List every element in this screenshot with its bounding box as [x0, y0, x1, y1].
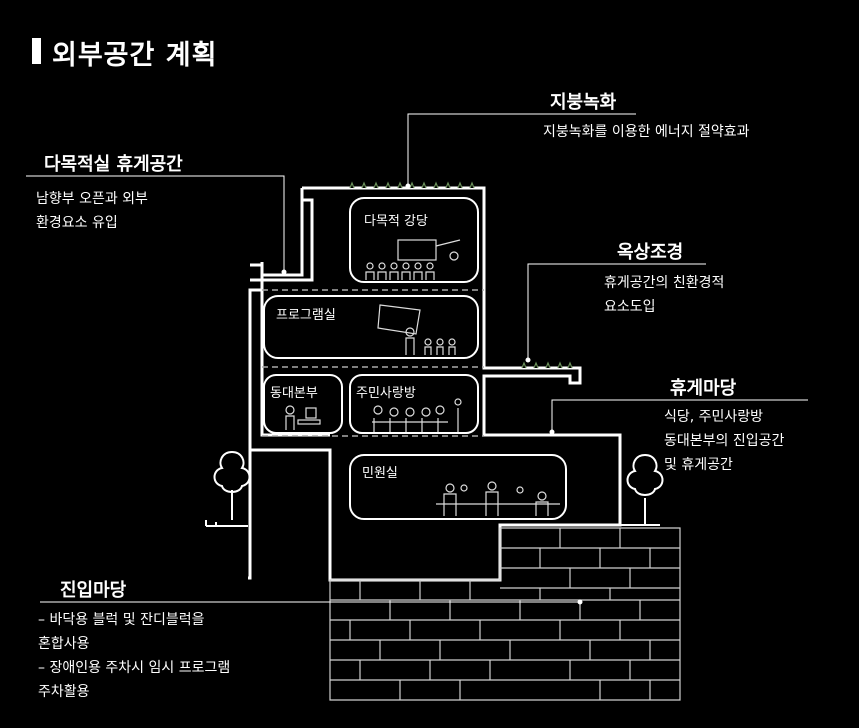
room-box-hall	[349, 197, 479, 283]
leader-multipurpose	[26, 175, 285, 272]
annotation-entry-line-4: 주차활용	[38, 684, 90, 700]
building-left-wall	[248, 262, 264, 450]
civil-people	[436, 481, 560, 516]
annotation-rooftop-heading: 옥상조경	[617, 242, 684, 263]
leader-lines	[26, 113, 808, 605]
room-label-hall: 다목적 강당	[364, 214, 428, 229]
annotation-entry-line-2: 혼합사용	[38, 636, 90, 652]
ground-left	[205, 520, 248, 527]
room-box-program	[263, 295, 479, 359]
annotation-entry-line-1: – 바닥용 블럭 및 잔디블럭을	[38, 612, 205, 628]
annotation-rest-line-2: 동대본부의 진입공간	[664, 433, 785, 449]
grass-rooftop	[521, 361, 573, 369]
room-box-civil	[349, 454, 567, 520]
leader-roof	[407, 113, 636, 186]
hall-speaker	[449, 251, 459, 261]
annotation-rest-heading: 휴게마당	[670, 378, 737, 399]
leader-rooftop	[527, 263, 706, 360]
terrace-left	[250, 263, 264, 290]
room-label-program: 프로그램실	[276, 308, 336, 323]
page-title: 외부공간 계획	[52, 40, 218, 71]
annotation-multipurpose-line-1: 남향부 오픈과 외부	[36, 191, 148, 207]
room-label-community: 주민사랑방	[356, 386, 416, 401]
annotation-multipurpose-heading: 다목적실 휴게공간	[44, 154, 183, 175]
annotation-entry-line-3: – 장애인용 주차시 임시 프로그램	[38, 660, 231, 676]
program-board	[377, 304, 421, 335]
roof-slab	[250, 188, 314, 282]
annotation-rest-line-1: 식당, 주민사랑방	[664, 409, 764, 425]
title-marker	[32, 38, 41, 64]
room-box-community	[349, 374, 479, 434]
annotation-entry-heading: 진입마당	[60, 580, 127, 601]
tree-right-icon	[626, 453, 664, 525]
tree-left-icon	[213, 450, 251, 520]
stone-wall	[329, 527, 681, 701]
annotation-rooftop-line-2: 요소도입	[604, 299, 656, 315]
annotation-rest-line-3: 및 휴게공간	[664, 457, 733, 473]
grass-roof	[349, 181, 475, 189]
defense-desk	[285, 405, 321, 430]
room-label-defense: 동대본부	[270, 386, 318, 401]
room-box-defense	[263, 374, 343, 434]
room-label-civil: 민원실	[362, 466, 398, 481]
hall-screen	[397, 239, 437, 261]
annotation-roof-heading: 지붕녹화	[550, 92, 617, 113]
community-people	[372, 398, 462, 432]
leader-rest	[551, 399, 808, 432]
annotation-roof-line-1: 지붕녹화를 이용한 에너지 절약효과	[543, 124, 750, 140]
annotation-multipurpose-line-2: 환경요소 유입	[36, 215, 118, 231]
program-people	[405, 327, 456, 355]
annotation-rooftop-line-1: 휴게공간의 친환경적	[604, 275, 725, 291]
hall-audience	[365, 262, 435, 280]
